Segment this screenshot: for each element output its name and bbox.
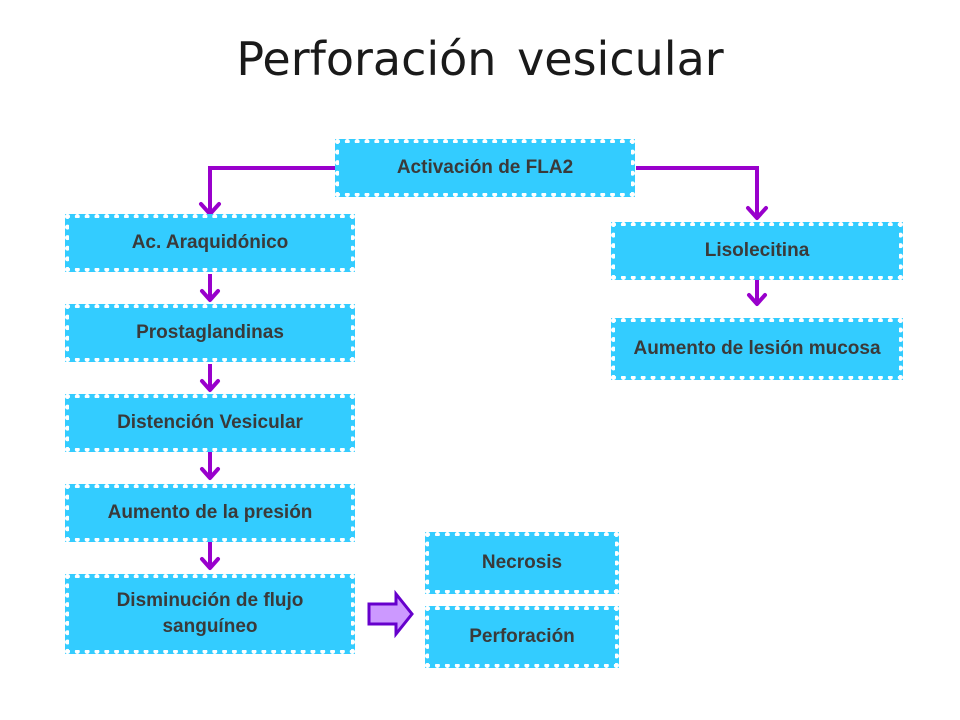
arrow-presion-to-flujo	[200, 542, 220, 570]
node-disminucion-flujo: Disminución de flujo sanguíneo	[65, 574, 355, 654]
node-aumento-lesion-mucosa: Aumento de lesión mucosa	[611, 318, 903, 380]
arrow-araquidonico-to-prostaglandinas	[200, 274, 220, 302]
arrow-prostaglandinas-to-distencion	[200, 364, 220, 392]
node-lisolecitina: Lisolecitina	[611, 222, 903, 280]
arrow-lisolecitina-to-lesion	[747, 280, 767, 306]
arrow-activacion-to-lisolecitina	[636, 166, 759, 216]
node-distencion-vesicular: Distención Vesicular	[65, 394, 355, 452]
node-necrosis: Necrosis	[425, 532, 619, 594]
node-prostaglandinas: Prostaglandinas	[65, 304, 355, 362]
node-ac-araquidonico: Ac. Araquidónico	[65, 214, 355, 272]
page-title: Perforación vesicular	[236, 32, 724, 86]
node-aumento-presion: Aumento de la presión	[65, 484, 355, 542]
arrow-activacion-to-araquidonico	[208, 166, 335, 212]
node-perforacion: Perforación	[425, 606, 619, 668]
block-arrow-to-outcomes	[367, 589, 414, 639]
arrow-distencion-to-presion	[200, 452, 220, 480]
node-activacion-fla2: Activación de FLA2	[335, 139, 635, 197]
